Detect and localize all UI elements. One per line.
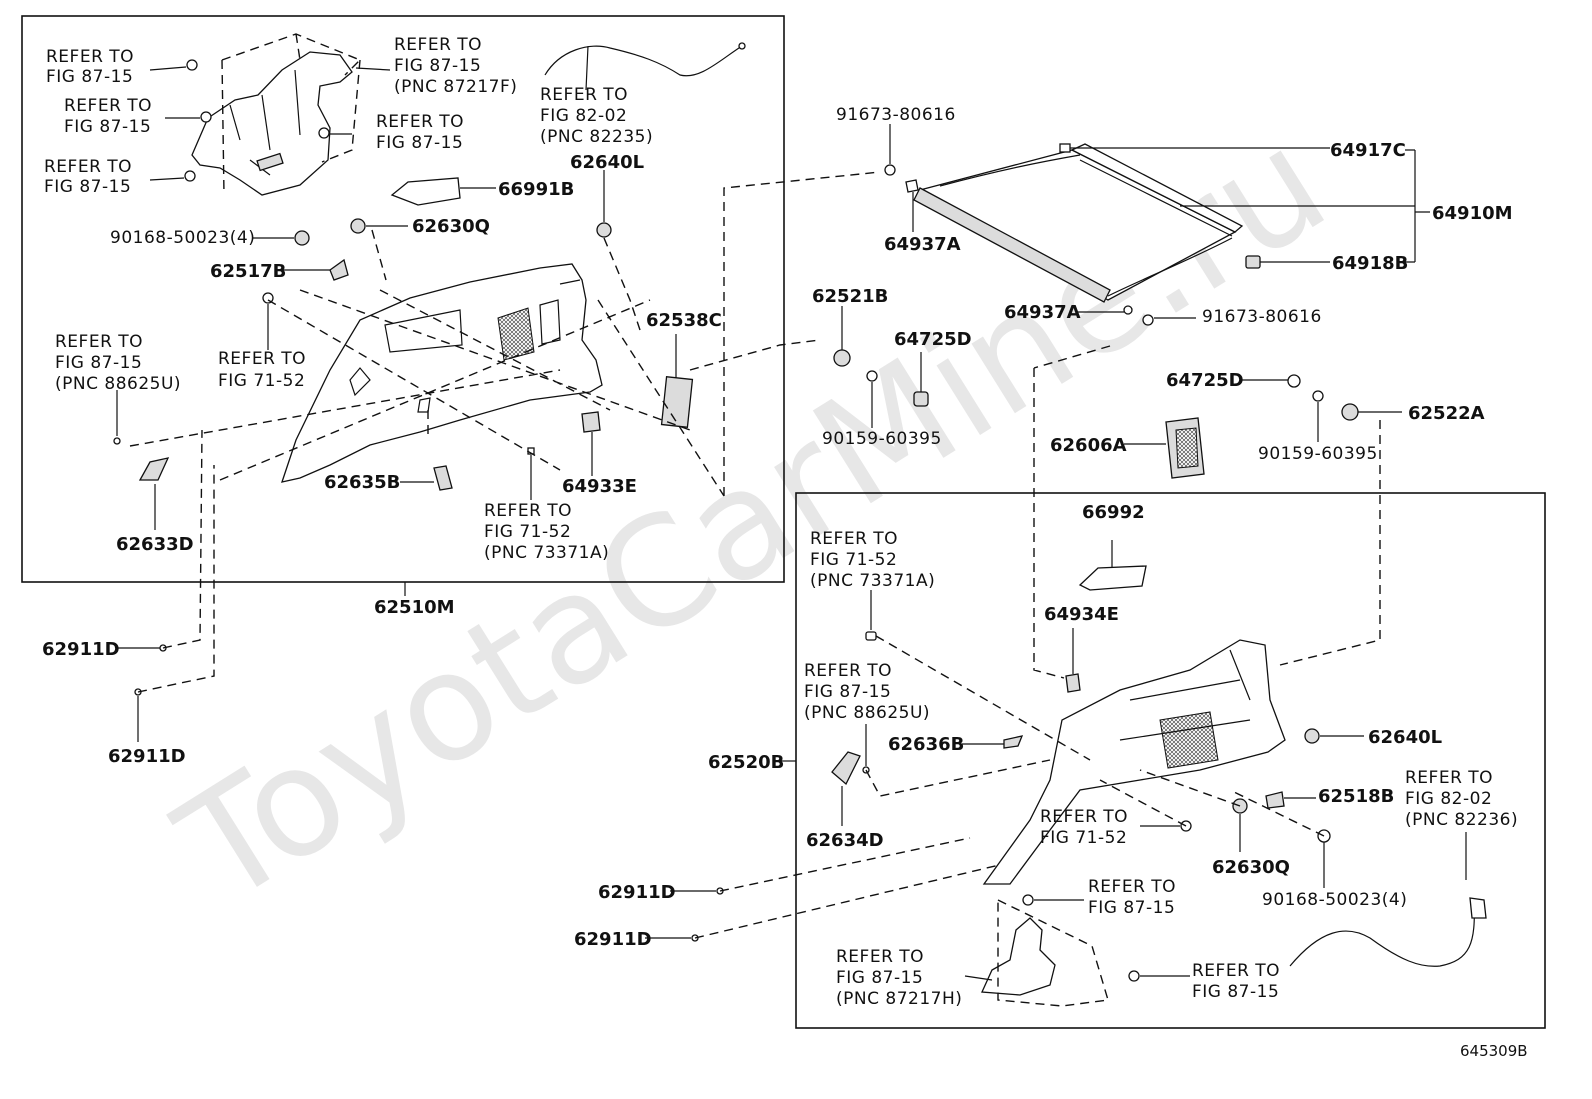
ref-k-line2: FIG 87-15 bbox=[804, 682, 891, 702]
lower-dashed-leaders bbox=[865, 635, 1325, 837]
ref-e-line2: FIG 87-15 bbox=[376, 133, 463, 153]
ref-c-line2: FIG 87-15 bbox=[44, 177, 131, 197]
ref-h-line2: FIG 71-52 bbox=[218, 371, 305, 391]
part-62911D-2: 62911D bbox=[108, 746, 186, 767]
lower-cable bbox=[1289, 832, 1475, 967]
upper-dashed-leaders bbox=[129, 171, 881, 497]
ref-a-line1: REFER TO bbox=[46, 47, 134, 67]
part-64725D-right: 64725D bbox=[1166, 370, 1244, 391]
part-66992: 66992 bbox=[1082, 502, 1145, 523]
callout-labels: REFER TO FIG 87-15 REFER TO FIG 87-15 RE… bbox=[42, 35, 1528, 1060]
part-62636B: 62636B bbox=[888, 734, 964, 755]
ref-k-line1: REFER TO bbox=[804, 661, 892, 681]
part-62606A: 62606A bbox=[1050, 435, 1127, 456]
lower-bracket-part bbox=[964, 894, 1190, 1007]
part-90159-left: 90159-60395 bbox=[822, 429, 942, 449]
part-62633D: 62633D bbox=[116, 534, 194, 555]
ref-i-line2: FIG 71-52 bbox=[484, 522, 571, 542]
part-90168-lower: 90168-50023(4) bbox=[1262, 890, 1407, 910]
ref-b-line1: REFER TO bbox=[64, 96, 152, 116]
part-64937A-bottom: 64937A bbox=[1004, 302, 1081, 323]
ref-d-line2: FIG 87-15 bbox=[394, 56, 481, 76]
part-62640L-upper: 62640L bbox=[570, 152, 644, 173]
bracket-screws bbox=[149, 59, 391, 182]
part-90159-right: 90159-60395 bbox=[1258, 444, 1378, 464]
lower-clip-64934E bbox=[1065, 673, 1081, 693]
part-62911D-4: 62911D bbox=[574, 929, 652, 950]
upper-assembly-frame bbox=[21, 15, 785, 583]
ref-n-line2: FIG 87-15 bbox=[1088, 898, 1175, 918]
part-64725D-left: 64725D bbox=[894, 329, 972, 350]
ref-j-line1: REFER TO bbox=[810, 529, 898, 549]
assembly-62520B: 62520B bbox=[708, 752, 784, 773]
part-62635B: 62635B bbox=[324, 472, 400, 493]
ref-n-line1: REFER TO bbox=[1088, 877, 1176, 897]
part-62517B: 62517B bbox=[210, 261, 286, 282]
part-62634D: 62634D bbox=[806, 830, 884, 851]
part-64937A-top: 64937A bbox=[884, 234, 961, 255]
middle-dashed-leaders bbox=[137, 345, 1381, 939]
ref-m-line1: REFER TO bbox=[1405, 768, 1493, 788]
ref-f-line2: FIG 82-02 bbox=[540, 106, 627, 126]
part-64933E: 64933E bbox=[562, 476, 637, 497]
ref-j-line2: FIG 71-52 bbox=[810, 550, 897, 570]
ref-f-line3: (PNC 82235) bbox=[540, 127, 653, 147]
upper-small-clips bbox=[113, 170, 694, 530]
part-91673-bottom: 91673-80616 bbox=[1202, 307, 1322, 327]
ref-h-line1: REFER TO bbox=[218, 349, 306, 369]
part-62522A: 62522A bbox=[1408, 403, 1485, 424]
lower-trim-cover-part bbox=[1078, 565, 1147, 591]
ref-a-line2: FIG 87-15 bbox=[46, 67, 133, 87]
lower-small-clips bbox=[831, 590, 1364, 888]
upper-trim-cover-part bbox=[390, 177, 461, 206]
ref-p-line2: FIG 87-15 bbox=[1192, 982, 1279, 1002]
part-62630Q-upper: 62630Q bbox=[412, 216, 490, 237]
ref-g-line1: REFER TO bbox=[55, 332, 143, 352]
part-64910M: 64910M bbox=[1432, 203, 1513, 224]
ref-j-line3: (PNC 73371A) bbox=[810, 571, 935, 591]
part-62521B: 62521B bbox=[812, 286, 888, 307]
part-62911D-1: 62911D bbox=[42, 639, 120, 660]
part-66991B: 66991B bbox=[498, 179, 574, 200]
ref-d-line1: REFER TO bbox=[394, 35, 482, 55]
ref-l-line1: REFER TO bbox=[1040, 807, 1128, 827]
upper-bracket-part bbox=[191, 33, 362, 196]
ref-g-line2: FIG 87-15 bbox=[55, 353, 142, 373]
ref-i-line1: REFER TO bbox=[484, 501, 572, 521]
part-62911D-3: 62911D bbox=[598, 882, 676, 903]
tonneau-cover-assembly bbox=[884, 124, 1430, 326]
part-62518B: 62518B bbox=[1318, 786, 1394, 807]
ref-e-line1: REFER TO bbox=[376, 112, 464, 132]
upper-quarter-trim-panel bbox=[281, 263, 603, 483]
part-64917C: 64917C bbox=[1330, 140, 1406, 161]
part-91673-top: 91673-80616 bbox=[836, 105, 956, 125]
ref-o-line3: (PNC 87217H) bbox=[836, 989, 962, 1009]
assembly-62510M: 62510M bbox=[374, 597, 455, 618]
part-90168-upper: 90168-50023(4) bbox=[110, 228, 255, 248]
ref-l-line2: FIG 71-52 bbox=[1040, 828, 1127, 848]
part-62630Q-lower: 62630Q bbox=[1212, 857, 1290, 878]
middle-small-parts bbox=[116, 306, 1402, 942]
ref-m-line2: FIG 82-02 bbox=[1405, 789, 1492, 809]
part-62640L-lower: 62640L bbox=[1368, 727, 1442, 748]
ref-m-line3: (PNC 82236) bbox=[1405, 810, 1518, 830]
ref-g-line3: (PNC 88625U) bbox=[55, 374, 181, 394]
ref-c-line1: REFER TO bbox=[44, 157, 132, 177]
ref-i-line3: (PNC 73371A) bbox=[484, 543, 609, 563]
part-62538C: 62538C bbox=[646, 310, 722, 331]
ref-d-line3: (PNC 87217F) bbox=[394, 77, 517, 97]
ref-f-line1: REFER TO bbox=[540, 85, 628, 105]
ref-k-line3: (PNC 88625U) bbox=[804, 703, 930, 723]
part-64918B: 64918B bbox=[1332, 253, 1408, 274]
ref-b-line2: FIG 87-15 bbox=[64, 117, 151, 137]
upper-cable bbox=[544, 45, 743, 91]
figure-code: 645309B bbox=[1460, 1042, 1528, 1060]
lower-quarter-trim-panel bbox=[982, 639, 1286, 885]
ref-o-line1: REFER TO bbox=[836, 947, 924, 967]
ref-o-line2: FIG 87-15 bbox=[836, 968, 923, 988]
ref-p-line1: REFER TO bbox=[1192, 961, 1280, 981]
part-64934E: 64934E bbox=[1044, 604, 1119, 625]
